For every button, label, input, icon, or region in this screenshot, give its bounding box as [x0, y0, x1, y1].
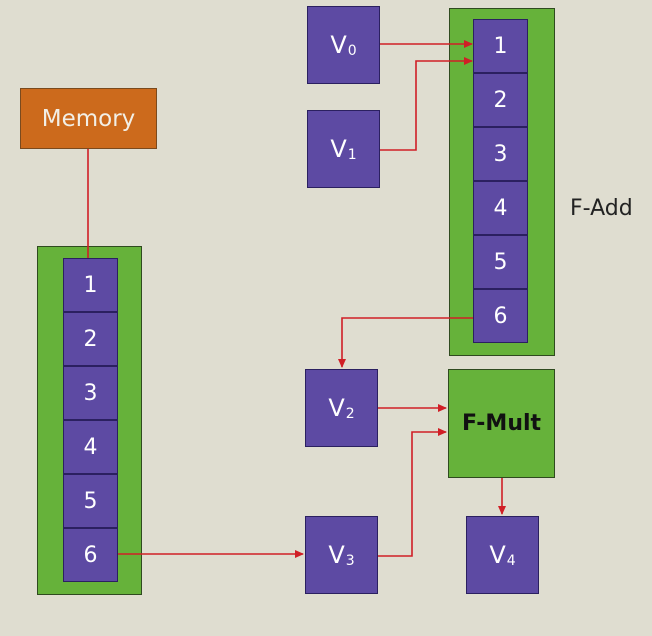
register-v0-name: V	[330, 31, 347, 59]
fadd-stage-2: 2	[473, 73, 528, 127]
load-stage-5: 5	[63, 474, 118, 528]
register-v2-index: 2	[345, 406, 355, 422]
fadd-stage-5: 5	[473, 235, 528, 289]
register-v3-name: V	[328, 541, 345, 569]
load-stage-4: 4	[63, 420, 118, 474]
register-v4-index: 4	[506, 553, 516, 569]
arrow-fadd-to-v2	[338, 317, 473, 368]
fadd-stage-3: 3	[473, 127, 528, 181]
load-stage-3: 3	[63, 366, 118, 420]
register-v2-name: V	[328, 394, 345, 422]
fadd-label: F-Add	[570, 196, 633, 221]
fadd-stage-4: 4	[473, 181, 528, 235]
register-v0-index: 0	[347, 43, 357, 59]
load-stage-6: 6	[63, 528, 118, 582]
arrow-v1-to-fadd	[380, 57, 473, 151]
load-stage-2: 2	[63, 312, 118, 366]
fadd-stage-6: 6	[473, 289, 528, 343]
fadd-stage-1: 1	[473, 19, 528, 73]
fmult-box: F-Mult	[448, 369, 555, 478]
register-v3-index: 3	[345, 553, 355, 569]
register-v1-index: 1	[347, 147, 357, 163]
register-v4-name: V	[489, 541, 506, 569]
memory-box: Memory	[20, 88, 157, 149]
register-v1-name: V	[330, 135, 347, 163]
arrow-v3-to-fmult	[378, 428, 447, 557]
load-stage-1: 1	[63, 258, 118, 312]
